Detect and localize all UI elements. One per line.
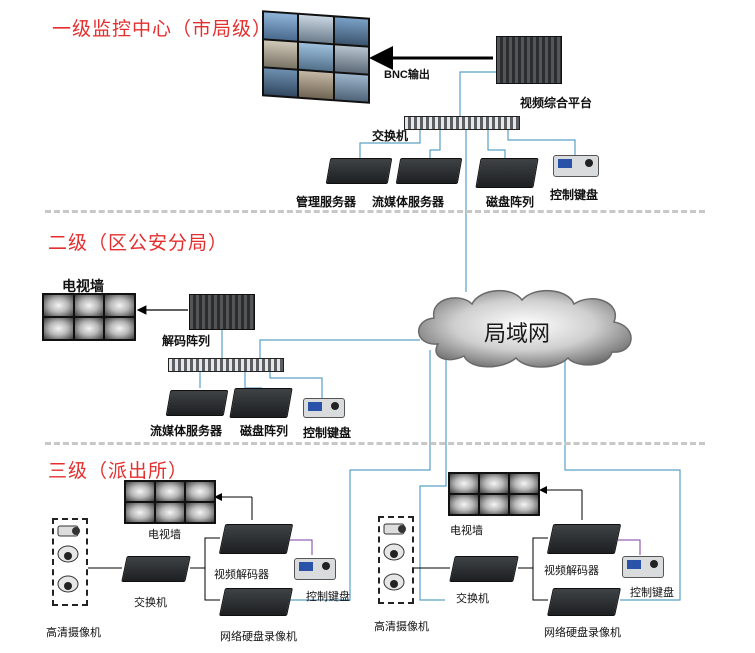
level2-disk-array-label: 磁盘阵列 [240, 424, 289, 438]
l3l-nvr-label: 网络硬盘录像机 [220, 631, 297, 643]
divider-2 [45, 442, 705, 445]
switch-to-stream-line [429, 128, 441, 158]
level2-disk-array [229, 388, 293, 418]
l3l-nvr [219, 588, 293, 616]
switch-to-disk-line [487, 128, 506, 158]
decode-matrix-rack [189, 294, 255, 330]
lan-to-l2-line [259, 339, 420, 358]
l3l-decoder-to-kbd-line [290, 539, 313, 555]
lan-to-l3-left-line [290, 350, 431, 601]
level1-switch [404, 116, 520, 130]
level1-stream-server [395, 158, 463, 184]
l3r-tv-wall-label: 电视墙 [450, 525, 483, 537]
l3r-video-decoder-label: 视频解码器 [544, 565, 599, 577]
l2-switch-to-disk-line [244, 370, 262, 389]
level2-switch [168, 358, 284, 372]
l2-switch-to-kbd-line [269, 370, 323, 398]
level2-control-keyboard-label: 控制键盘 [303, 426, 352, 440]
mgmt-server-label: 管理服务器 [296, 195, 357, 209]
level1-control-keyboard-label: 控制键盘 [550, 188, 599, 202]
level1-switch-label: 交换机 [372, 129, 409, 143]
bnc-output-label: BNC输出 [384, 69, 430, 81]
l3l-tv-wall-label: 电视墙 [148, 529, 181, 541]
lan-to-l3-mid-line [419, 352, 447, 601]
level1-control-keyboard [553, 155, 599, 177]
l3r-video-decoder [546, 524, 622, 554]
video-wall-level1 [262, 10, 370, 104]
l3r-tv-wall [448, 472, 540, 516]
l3r-nvr [547, 588, 621, 616]
level2-tv-wall-label: 电视墙 [62, 278, 104, 294]
level1-disk-array [475, 158, 539, 188]
level2-stream-server-label: 流媒体服务器 [150, 424, 223, 438]
level2-control-keyboard [303, 398, 345, 418]
tier-title-level3: 三级（派出所） [48, 461, 189, 482]
lan-label: 局域网 [484, 321, 551, 346]
l3r-control-keyboard-label: 控制键盘 [630, 587, 674, 599]
switch-to-mgmt-line [359, 128, 421, 158]
l3l-tv-wall [124, 480, 216, 524]
l3l-hd-camera-label: 高清摄像机 [46, 627, 101, 639]
l3l-switch [121, 556, 191, 582]
l3l-video-decoder [218, 524, 294, 554]
level1-stream-server-label: 流媒体服务器 [372, 195, 445, 209]
divider-1 [45, 210, 705, 213]
l3l-switch-label: 交换机 [134, 597, 167, 609]
l3r-switch [449, 556, 519, 582]
l3r-control-keyboard [622, 556, 664, 578]
level2-stream-server [165, 390, 229, 416]
l3l-control-keyboard-label: 控制键盘 [306, 591, 350, 603]
tier-title-level2: 二级（区公安分局） [48, 233, 229, 254]
platform-to-switch-line [459, 71, 513, 116]
video-platform-label: 视频综合平台 [520, 96, 593, 110]
l3r-hd-camera-label: 高清摄像机 [374, 621, 429, 633]
l3r-switch-label: 交换机 [456, 593, 489, 605]
l3r-nvr-label: 网络硬盘录像机 [544, 627, 621, 639]
level2-tv-wall [42, 293, 136, 341]
lan-cloud [417, 289, 632, 368]
decode-matrix-label: 解码阵列 [162, 334, 211, 348]
tier-title-level1: 一级监控中心（市局级） [52, 19, 273, 40]
mgmt-server [325, 158, 393, 184]
l3l-camera-icons [57, 525, 80, 593]
video-platform-rack [496, 36, 562, 84]
lan-to-l3-right-line [564, 345, 681, 601]
l3l-switch-to-devices-line [190, 537, 220, 569]
l3l-control-keyboard [294, 558, 336, 580]
l3l-video-decoder-label: 视频解码器 [214, 569, 269, 581]
l3r-camera-icons [383, 523, 406, 591]
switch-to-kbd-line [507, 128, 576, 155]
level1-disk-array-label: 磁盘阵列 [486, 195, 535, 209]
